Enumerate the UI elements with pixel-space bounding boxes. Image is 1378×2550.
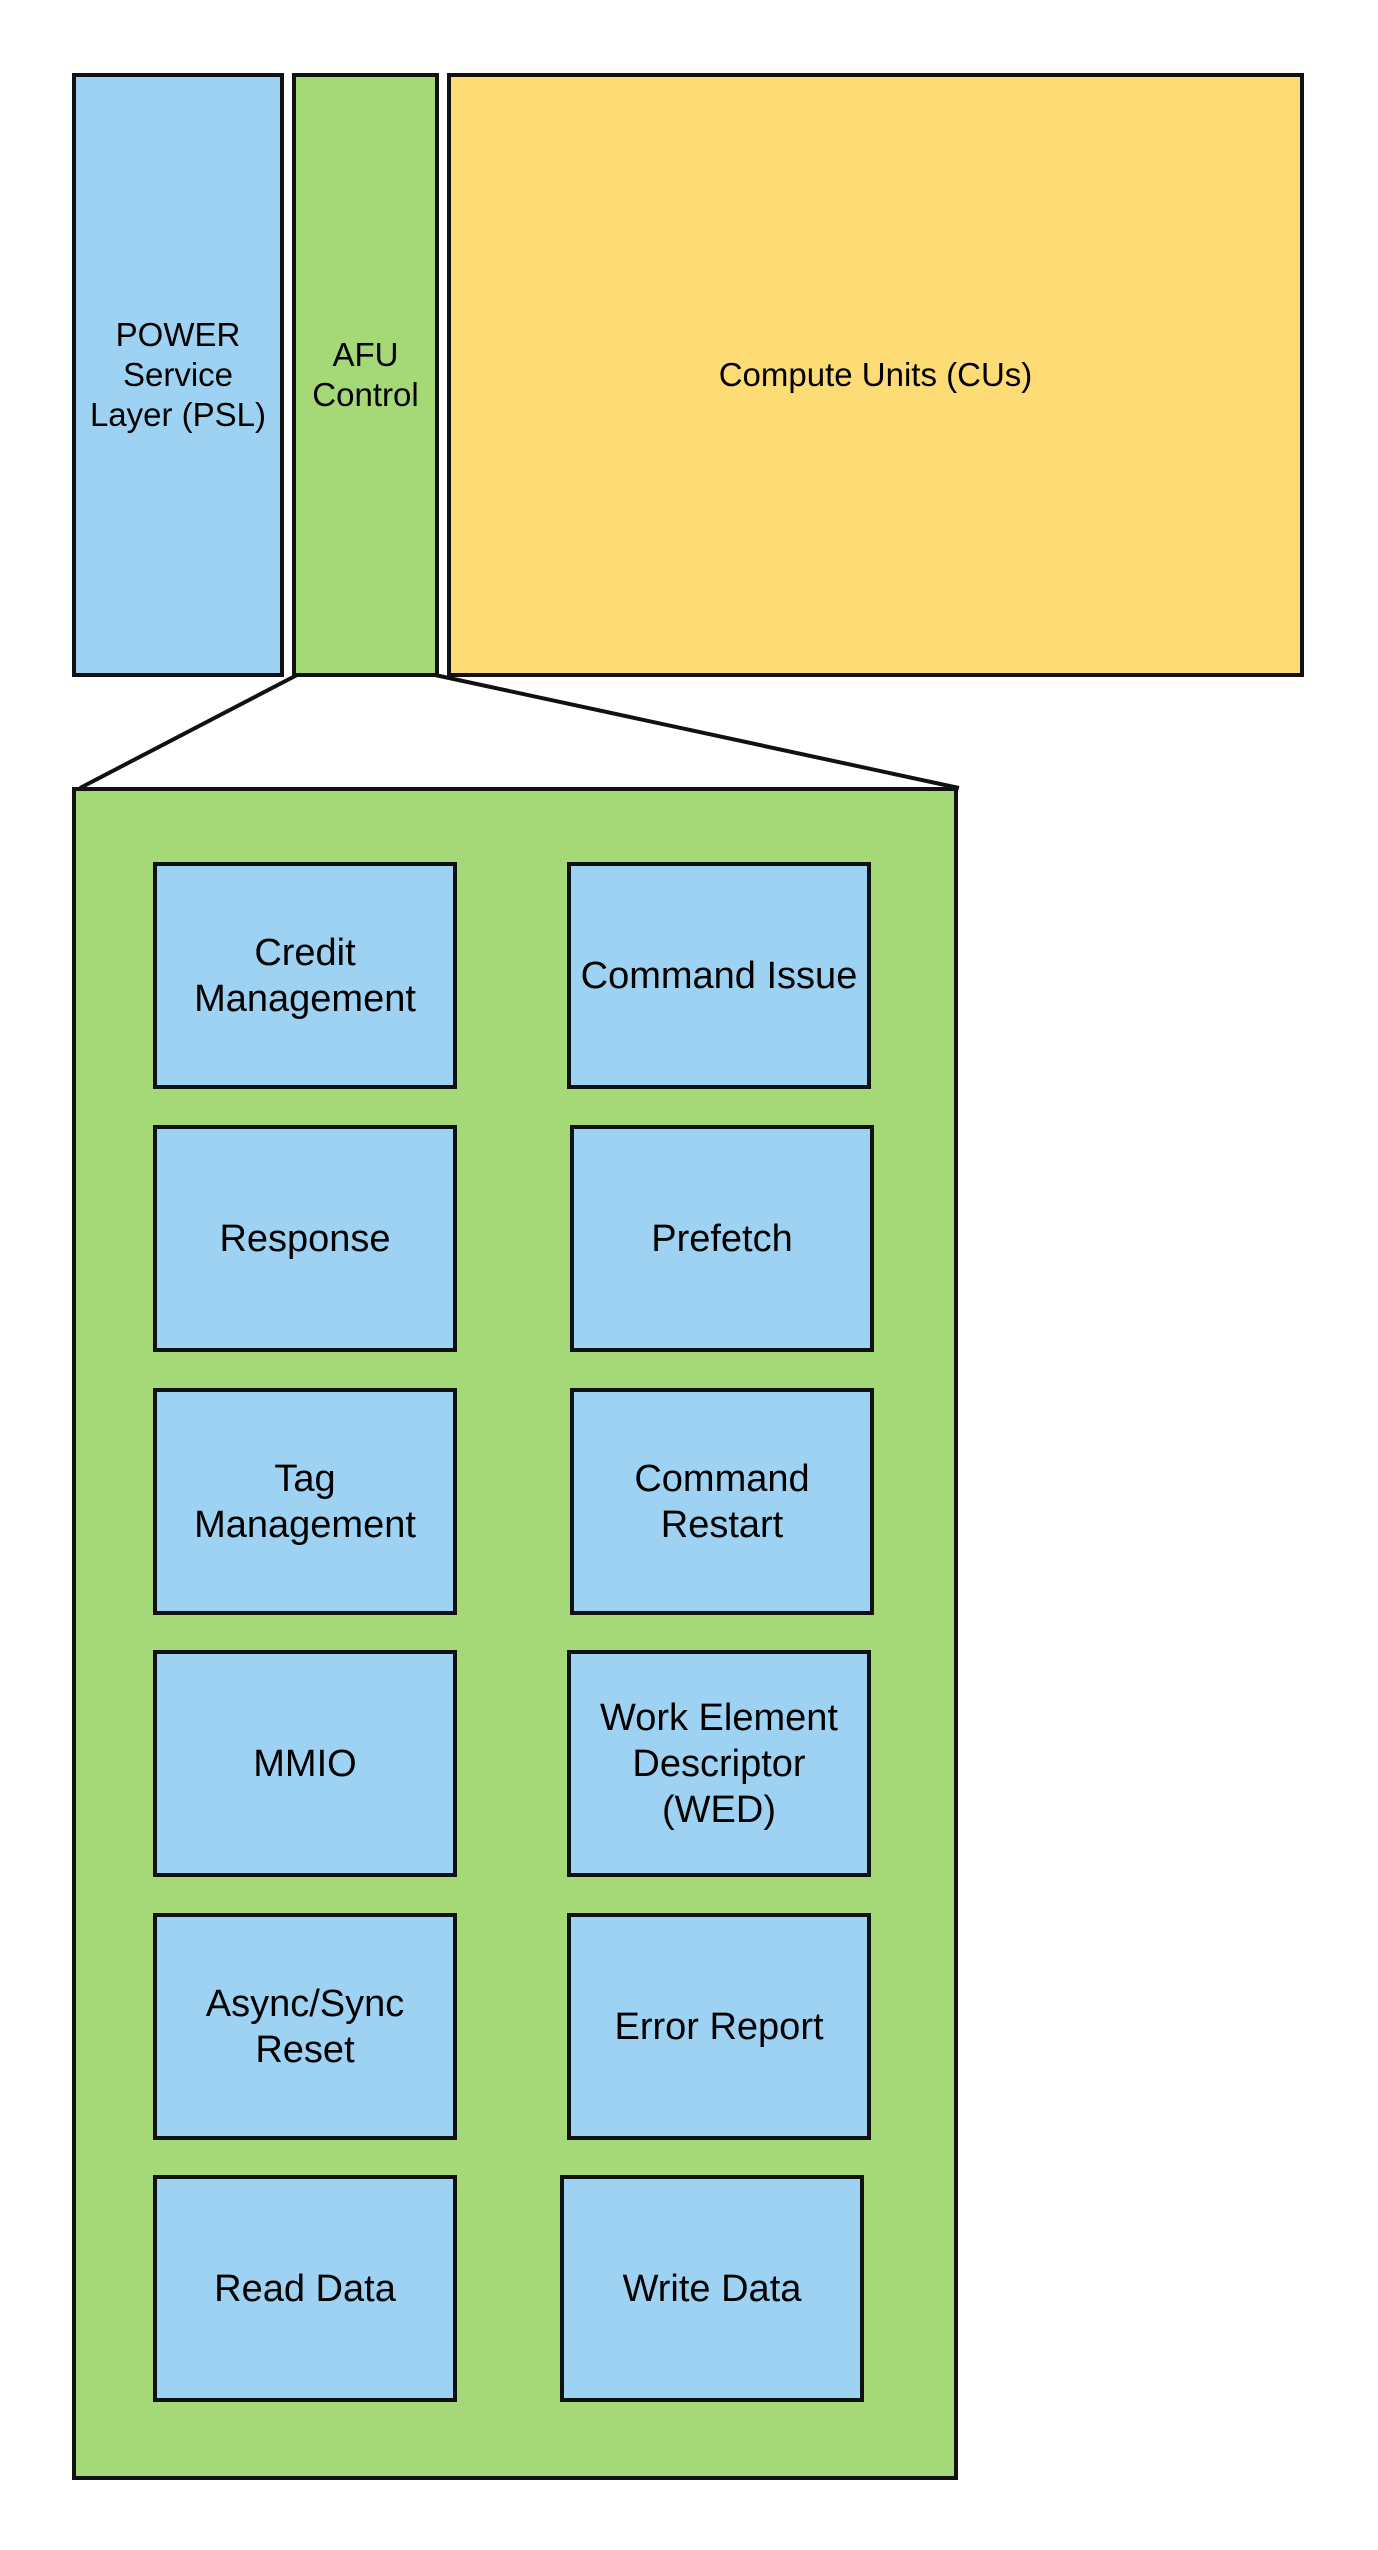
compute-units-label: Compute Units (CUs) [718, 356, 1033, 393]
module-label: Credit Management [194, 931, 416, 1020]
module-work-element-descriptor: Work Element Descriptor (WED) [567, 1650, 871, 1877]
module-mmio: MMIO [153, 1650, 457, 1877]
module-command-issue: Command Issue [567, 862, 871, 1089]
afu-control-label: AFU Control [312, 336, 419, 413]
module-label: Command Issue [580, 954, 858, 997]
module-label: Read Data [214, 2267, 396, 2310]
module-label: MMIO [253, 1742, 357, 1785]
module-response: Response [153, 1125, 457, 1352]
module-label: Response [219, 1217, 391, 1260]
module-prefetch: Prefetch [570, 1125, 874, 1352]
afu-control-block: AFU Control [292, 73, 439, 677]
module-label: Tag Management [194, 1457, 416, 1546]
psl-label: POWER Service Layer (PSL) [89, 316, 267, 433]
module-label: Prefetch [651, 1217, 793, 1260]
module-read-data: Read Data [153, 2175, 457, 2402]
module-label: Work Element Descriptor (WED) [600, 1696, 838, 1831]
connector-line-right [434, 673, 960, 790]
connector-line-left [79, 673, 298, 790]
module-write-data: Write Data [560, 2175, 864, 2402]
module-label: Command Restart [634, 1457, 810, 1546]
module-tag-management: Tag Management [153, 1388, 457, 1615]
module-label: Write Data [622, 2267, 802, 2310]
module-command-restart: Command Restart [570, 1388, 874, 1615]
compute-units-block: Compute Units (CUs) [447, 73, 1304, 677]
module-credit-management: Credit Management [153, 862, 457, 1089]
module-error-report: Error Report [567, 1913, 871, 2140]
module-label: Async/Sync Reset [205, 1982, 405, 2071]
module-async-sync-reset: Async/Sync Reset [153, 1913, 457, 2140]
psl-block: POWER Service Layer (PSL) [72, 73, 284, 677]
module-label: Error Report [614, 2005, 824, 2048]
